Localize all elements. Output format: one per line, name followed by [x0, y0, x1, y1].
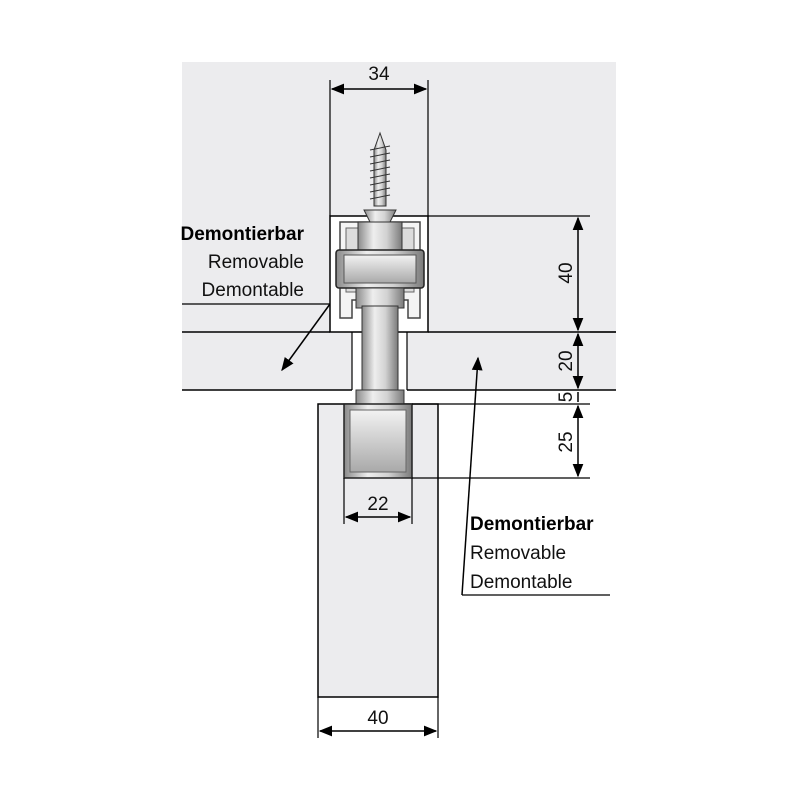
dim-clearance-label: 5: [556, 392, 577, 403]
dim-roller-height-label: 25: [556, 431, 577, 452]
callout-left-en: Removable: [208, 252, 304, 273]
callout-left: Demontierbar Removable Demontable: [180, 224, 331, 372]
callout-left-de: Demontierbar: [180, 224, 304, 245]
dim-top-width: 34: [329, 64, 429, 216]
screw-icon: [363, 131, 397, 223]
callout-right: Demontierbar Removable Demontable: [461, 356, 610, 596]
guide-block-face: [349, 409, 407, 473]
dim-panel-width-label: 40: [367, 708, 388, 729]
dim-top-width-label: 34: [368, 64, 390, 85]
dim-housing-height-label: 40: [556, 262, 577, 283]
dim-right-stack: 40 20 5 25: [412, 215, 616, 479]
callout-right-en: Removable: [470, 543, 566, 564]
dim-roller-width-label: 22: [367, 494, 388, 515]
callout-left-fr: Demontable: [202, 280, 304, 301]
callout-right-de: Demontierbar: [470, 514, 594, 535]
callout-right-fr: Demontable: [470, 572, 572, 593]
dim-panel-width: 40: [317, 697, 439, 738]
dim-ceiling-gap-label: 20: [556, 350, 577, 371]
dim-roller-width: 22: [343, 478, 413, 524]
hanger-rod-icon: [355, 305, 405, 405]
roller-carriage-icon: [335, 221, 425, 309]
